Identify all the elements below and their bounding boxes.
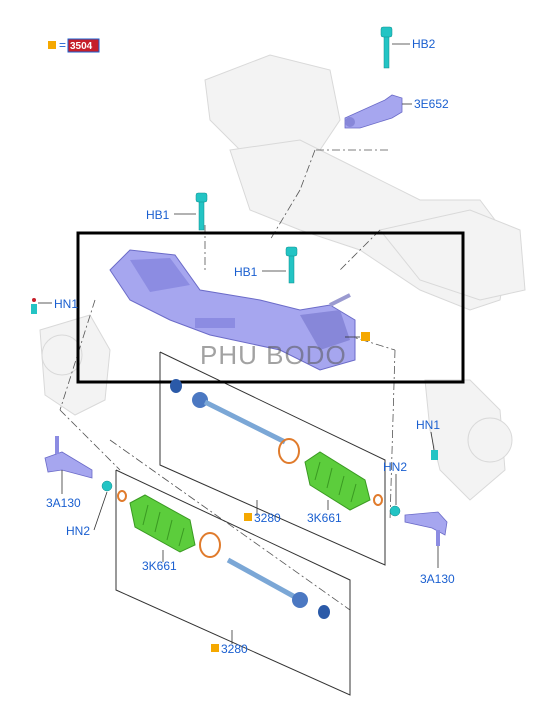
bolt-hb1-center xyxy=(262,246,298,284)
label-hb2: HB2 xyxy=(412,37,436,51)
nut-hn1-right xyxy=(430,431,438,460)
inner-tie-rod-lower xyxy=(226,557,330,619)
label-3e652: 3E652 xyxy=(414,97,449,111)
bolt-hb2 xyxy=(380,26,410,69)
legend-code: 3504 xyxy=(70,41,93,52)
label-hn2-right: HN2 xyxy=(383,460,407,474)
label-3280-mid: 3280 xyxy=(244,511,281,525)
tie-rod-end-right xyxy=(404,511,448,568)
watermark: PHU BODO xyxy=(200,340,347,370)
legend-marker xyxy=(48,41,56,49)
bolt-hb1-left xyxy=(174,192,208,231)
label-hn1-right: HN1 xyxy=(416,418,440,432)
subassembly-outlines xyxy=(115,351,386,696)
label-3a130-right: 3A130 xyxy=(420,572,455,586)
legend-code-badge xyxy=(67,38,100,53)
subframe-ghost xyxy=(39,54,526,501)
label-hn2-left: HN2 xyxy=(66,524,90,538)
nut-hn2-right xyxy=(389,474,401,517)
label-3280-mid-text: 3280 xyxy=(254,511,281,525)
label-hb1-center: HB1 xyxy=(234,265,258,279)
label-3k661-bottom: 3K661 xyxy=(142,559,177,573)
boot-lower xyxy=(129,494,196,553)
boot-upper xyxy=(304,451,371,511)
nut-hn1-left xyxy=(31,298,52,314)
highlight-frame xyxy=(76,231,465,384)
small-ring-upper xyxy=(373,494,383,506)
ring-upper xyxy=(278,438,300,464)
rack-code-marker xyxy=(345,332,370,341)
label-3a130-left: 3A130 xyxy=(46,496,81,510)
label-3k661-mid: 3K661 xyxy=(307,511,342,525)
tie-rod-end-left xyxy=(44,436,93,494)
small-ring-lower xyxy=(117,490,127,502)
legend-equals: = xyxy=(59,38,66,52)
bracket-3e652 xyxy=(344,94,412,129)
label-hb1-left: HB1 xyxy=(146,208,170,222)
label-leaders xyxy=(162,500,329,644)
legend: = 3504 xyxy=(48,38,100,53)
nut-hn2-left xyxy=(93,480,113,531)
label-3280-bottom-text: 3280 xyxy=(221,642,248,656)
label-3280-bottom: 3280 xyxy=(211,642,248,656)
steering-rack xyxy=(109,249,356,371)
ring-lower xyxy=(199,532,221,558)
label-hn1-left: HN1 xyxy=(54,297,78,311)
inner-tie-rod-upper xyxy=(170,379,287,445)
